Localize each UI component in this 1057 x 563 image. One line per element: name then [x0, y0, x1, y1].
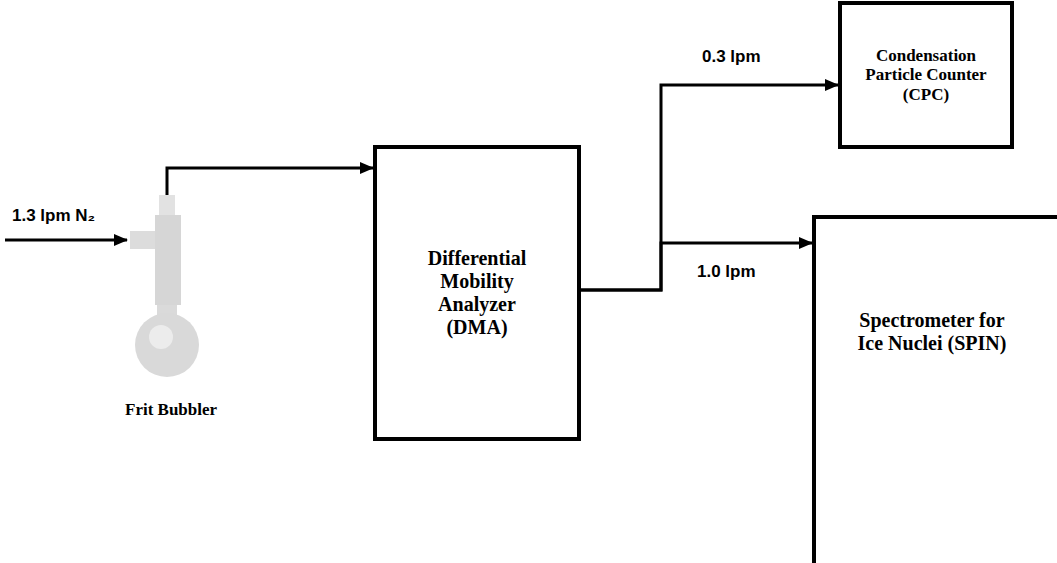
- bubbler-glassware: [125, 195, 245, 385]
- flow-rate-label: 1.3 lpm N₂: [10, 206, 97, 226]
- flow-rate-label: 1.0 lpm: [695, 262, 758, 282]
- node-title: Differential Mobility Analyzer (DMA): [413, 247, 541, 339]
- node-label: Frit Bubbler: [125, 400, 217, 420]
- flow-line: [581, 85, 838, 290]
- node-title: Spectrometer for Ice Nuclei (SPIN): [846, 309, 1018, 355]
- inlet-arrow: [5, 239, 127, 242]
- dma-box: Differential Mobility Analyzer (DMA): [373, 145, 581, 441]
- flow-rate-label: 0.3 lpm: [700, 47, 763, 67]
- flow-line: [581, 243, 812, 290]
- frit-bubbler: Frit Bubbler: [125, 195, 245, 425]
- node-title: Condensation Particle Counter (CPC): [864, 46, 988, 105]
- flow-line: [167, 168, 373, 195]
- cpc-box: Condensation Particle Counter (CPC): [838, 1, 1014, 149]
- spin-box: Spectrometer for Ice Nuclei (SPIN): [812, 215, 1057, 563]
